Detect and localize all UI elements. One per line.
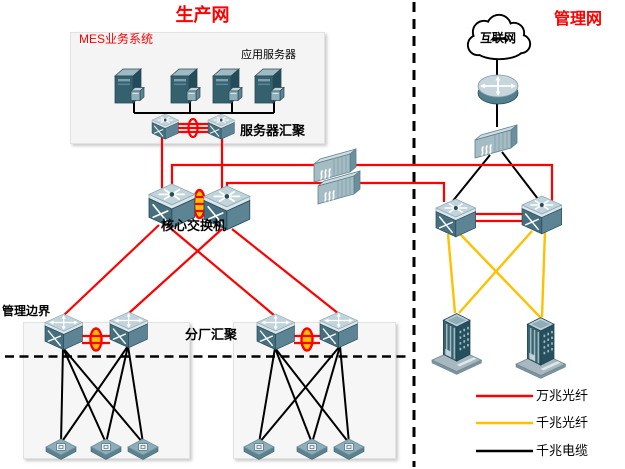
mgmt-building-icon (515, 316, 567, 380)
gigabit-cable-links (60, 57, 539, 444)
app-server-icon (212, 68, 243, 104)
firewall-icon (474, 124, 518, 159)
legend-label-1g-cable: 千兆电缆 (536, 443, 589, 458)
core-switch-label: 核心交换机 (161, 218, 227, 233)
mgmt-switch-icon (435, 198, 477, 238)
legend-label-10g-fiber: 万兆光纤 (536, 388, 589, 403)
branch-agg-switch-icon (44, 313, 84, 351)
mgmt-switch-icon (521, 195, 563, 235)
app-server-label: 应用服务器 (241, 49, 296, 61)
access-switch-icon (90, 438, 122, 460)
mgmt-building-icon (431, 312, 483, 376)
branch2-link-ring (300, 327, 314, 352)
branch-agg-switch-icon (109, 311, 149, 349)
mes-box-title: MES业务系统 (79, 32, 154, 46)
gigabit-fiber-links (446, 230, 547, 318)
access-switch-icon (296, 438, 328, 460)
branch-agg-switch-icon (319, 311, 359, 349)
branch1-link-ring (89, 327, 103, 352)
access-switch-icon (45, 438, 77, 460)
mgmt-boundary-label: 管理边界 (2, 304, 51, 318)
access-switch-icon (333, 438, 365, 460)
app-server-icon (254, 68, 285, 104)
legend-label-1g-fiber: 千兆光纤 (536, 415, 589, 430)
production-network-title: 生产网 (175, 5, 230, 25)
access-switch-icon (243, 438, 275, 460)
internet-label: 互联网 (479, 31, 516, 45)
branch-agg-label: 分厂汇聚 (185, 327, 238, 342)
app-server-icon (114, 68, 145, 104)
access-switch-icon (127, 438, 159, 460)
server-agg-label: 服务器汇聚 (240, 123, 306, 138)
app-server-icon (170, 68, 201, 104)
management-network-title: 管理网 (553, 11, 602, 28)
server-agg-switch-icon (207, 113, 235, 140)
router-icon (477, 74, 519, 105)
branch-box-1 (23, 322, 190, 459)
branch-agg-switch-icon (256, 313, 296, 351)
server-agg-switch-icon (151, 113, 179, 140)
